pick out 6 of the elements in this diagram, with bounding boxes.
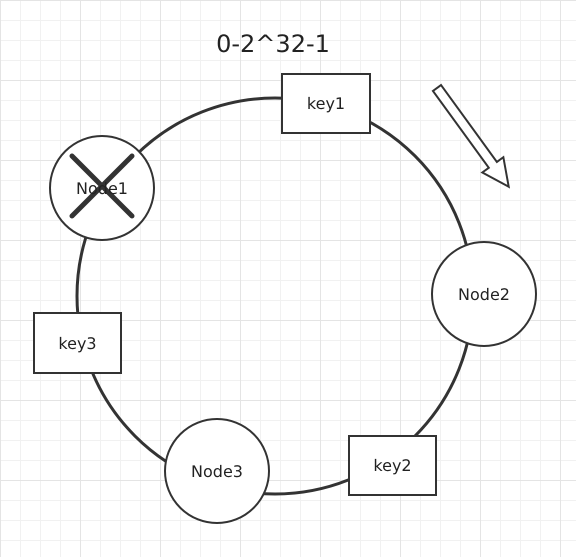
range-label: 0-2^32-1 bbox=[215, 30, 331, 58]
key-box: key2 bbox=[348, 435, 437, 496]
node-circle: Node3 bbox=[164, 418, 270, 524]
key-box: key1 bbox=[281, 73, 371, 134]
node-circle: Node2 bbox=[431, 241, 537, 347]
key-box: key3 bbox=[33, 312, 122, 374]
